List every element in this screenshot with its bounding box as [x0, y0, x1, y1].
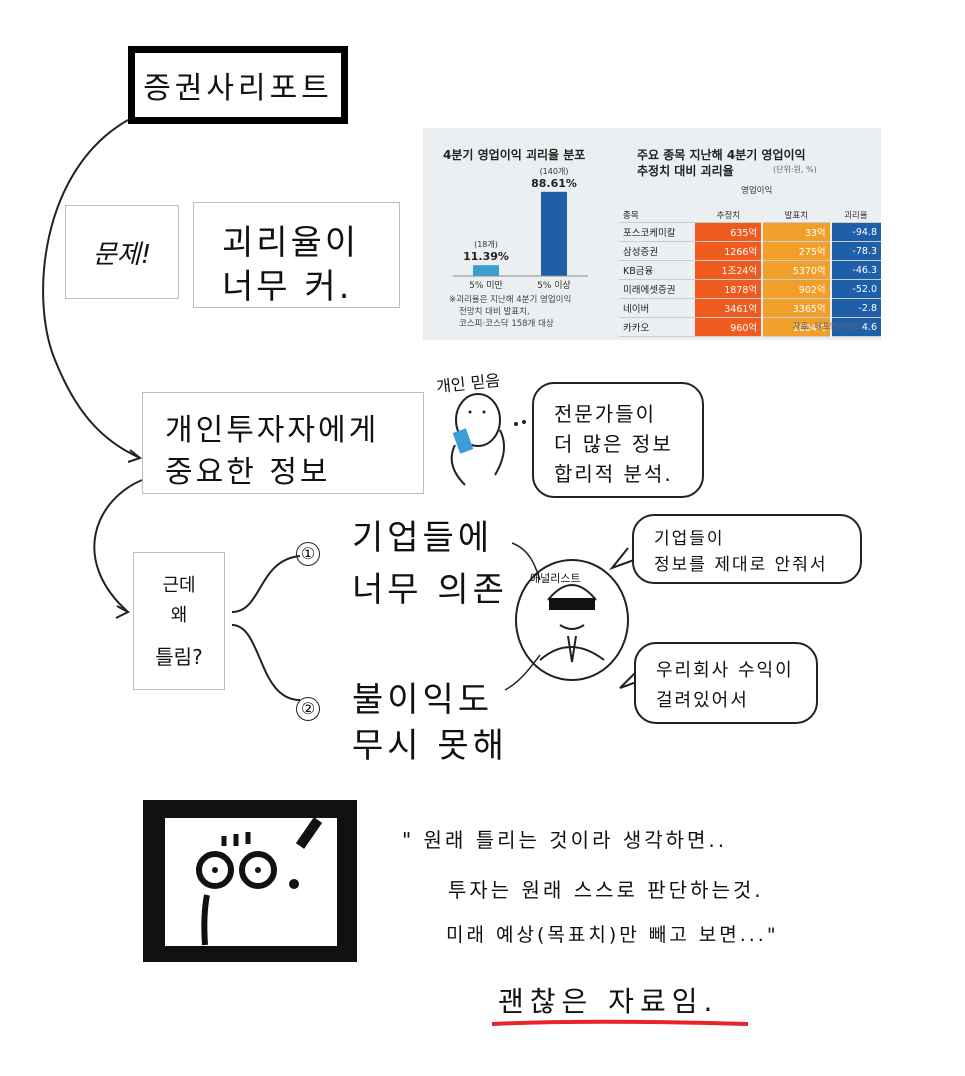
reason2-line1: 불이익도 [352, 680, 494, 720]
conclusion-underline [491, 1019, 749, 1026]
analyst-label: 애널리스트 [530, 572, 581, 585]
row-gap: -78.3 [830, 241, 881, 261]
problem-label: 문제! [65, 205, 179, 299]
analyst-frame [515, 559, 629, 681]
row-estimate: 1878억 [694, 279, 764, 299]
bar-value-label: 11.39% [463, 250, 509, 263]
row-actual: 1004억 [762, 317, 832, 337]
row-gap: -2.8 [830, 298, 881, 318]
analyst-bubble1-line1: 기업들이 [654, 529, 725, 549]
row-actual: 5370억 [762, 260, 832, 280]
row-gap: -94.8 [830, 222, 881, 242]
col-header-gap: 괴리율 [830, 208, 881, 223]
reason1-line2: 너무 의존 [352, 570, 508, 610]
surprised-character [143, 800, 357, 962]
quote-line1: " 원래 틀리는 것이라 생각하면.. [402, 828, 728, 852]
table-title-line2: 추정치 대비 괴리율 [637, 164, 734, 178]
reason1-number: ① [296, 542, 320, 566]
person-bubble-line1: 전문가들이 [554, 402, 656, 426]
gap-note-line1: 괴리율이 [222, 223, 360, 263]
row-actual: 902억 [762, 279, 832, 299]
bar-count-label: (18개) [474, 239, 498, 249]
row-gap: 4.6 [830, 317, 881, 337]
info-line2: 중요한 정보 [165, 455, 331, 490]
quote-line3: 미래 예상(목표치)만 빼고 보면..." [446, 924, 779, 946]
person-bubble-line2: 더 많은 정보 [554, 432, 673, 456]
table-source: 자료: 에프앤가이드 [792, 322, 861, 332]
col-header-act: 발표치 [762, 208, 831, 223]
person-figure [450, 393, 526, 486]
row-name: 삼성증권 [619, 241, 695, 261]
reason2-line2: 무시 못해 [352, 726, 508, 766]
bar-2 [541, 191, 567, 276]
quote-conclusion: 괜찮은 자료임. [498, 985, 719, 1018]
row-actual: 33억 [762, 222, 832, 242]
row-name: 미래에셋증권 [619, 279, 695, 299]
analyst-bubble2-line1: 우리회사 수익이 [656, 660, 794, 681]
bar-note-1: ※괴리율은 지난해 4분기 영업이익 [449, 295, 572, 305]
reason2-number: ② [296, 697, 320, 721]
bar-count-label: (140개) [540, 166, 569, 176]
analyst-bubble2-line2: 걸려있어서 [656, 690, 749, 711]
table-group-header: 영업이익 [741, 186, 773, 196]
table-unit: (단위:원, %) [773, 165, 817, 174]
reason1-line1: 기업들에 [352, 518, 494, 558]
row-estimate: 3461억 [694, 298, 764, 318]
row-actual: 3365억 [762, 298, 832, 318]
row-name: 네이버 [619, 298, 695, 318]
chart-panel: 4분기 영업이익 괴리율 분포 주요 종목 지난해 4분기 영업이익 추정치 대… [423, 128, 881, 340]
why-line3: 틀림? [155, 645, 203, 669]
bar-category-label: 5% 미만 [469, 280, 503, 291]
gap-note-box: 괴리율이 너무 커. [193, 202, 400, 308]
row-estimate: 1266억 [694, 241, 764, 261]
analyst-speech-bubble-1: 기업들이 정보를 제대로 안줘서 [632, 514, 862, 584]
bar-note-3: 코스피·코스닥 158개 대상 [459, 319, 554, 329]
row-gap: -52.0 [830, 279, 881, 299]
row-actual: 275억 [762, 241, 832, 261]
col-header-est: 추정치 [694, 208, 763, 223]
quote-line2: 투자는 원래 스스로 판단하는것. [448, 878, 764, 902]
row-estimate: 1조24억 [694, 260, 764, 280]
bar-1 [473, 265, 499, 276]
bar-chart-title: 4분기 영업이익 괴리율 분포 [443, 148, 586, 162]
why-line2: 왜 [170, 605, 188, 626]
analyst-speech-bubble-2: 우리회사 수익이 걸려있어서 [634, 642, 818, 724]
why-line1: 근데 [162, 575, 196, 596]
info-box: 개인투자자에게 중요한 정보 [142, 392, 424, 494]
row-estimate: 635억 [694, 222, 764, 242]
row-name: 포스코케미칼 [619, 222, 695, 242]
row-name: KB금융 [619, 260, 695, 280]
why-box: 근데 왜 틀림? [133, 552, 225, 690]
bar-value-label: 88.61% [531, 177, 577, 190]
gap-note-line2: 너무 커. [222, 267, 353, 307]
row-gap: -46.3 [830, 260, 881, 280]
col-header-name: 종목 [619, 208, 695, 223]
table-title: 주요 종목 지난해 4분기 영업이익 [637, 148, 806, 162]
analyst-bubble1-line2: 정보를 제대로 안줘서 [654, 555, 828, 575]
row-name: 카카오 [619, 317, 695, 337]
report-title: 증권사리포트 [128, 46, 348, 124]
person-bubble-line3: 합리적 분석. [554, 462, 673, 486]
row-estimate: 960억 [694, 317, 764, 337]
bar-note-2: 전망치 대비 발표치, [459, 307, 530, 317]
person-speech-bubble: 전문가들이 더 많은 정보 합리적 분석. [532, 382, 704, 498]
bar-category-label: 5% 이상 [537, 280, 571, 291]
info-line1: 개인투자자에게 [165, 413, 380, 448]
bar-chart: (18개)11.39% 5% 미만 (140개)88.61% 5% 이상 [453, 166, 588, 291]
